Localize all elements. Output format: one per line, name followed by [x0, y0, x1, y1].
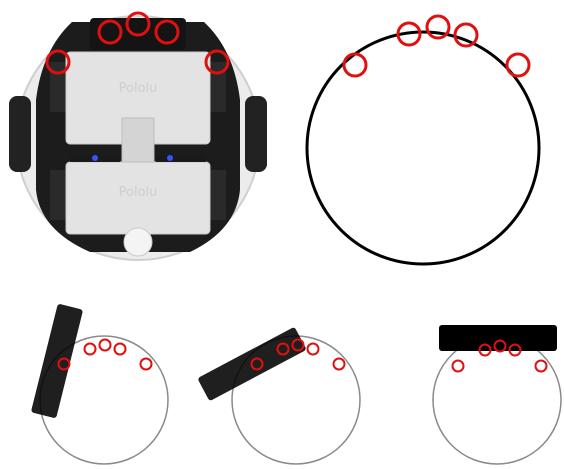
sensor-ring	[308, 344, 319, 355]
robot-outline	[307, 32, 539, 264]
sensor-ring	[427, 16, 449, 38]
robot-photo: Pololu Pololu	[9, 13, 267, 260]
sensor-ring	[536, 361, 547, 372]
sensor-ring	[141, 359, 152, 370]
left-wheel	[9, 96, 31, 172]
sensor-ring	[100, 340, 111, 351]
obstacle-bar	[31, 304, 83, 419]
robot-logo-top: Pololu	[119, 81, 158, 96]
blue-led-left	[92, 155, 98, 161]
sensor-ring	[334, 359, 345, 370]
center-clip	[122, 118, 154, 162]
sensor-schematic	[307, 16, 539, 264]
robot-outline	[433, 336, 561, 464]
sensor-ring	[344, 54, 366, 76]
right-wheel	[245, 96, 267, 172]
scenario-3	[433, 325, 561, 464]
left-header-lower	[50, 170, 68, 220]
sensor-ring	[455, 24, 477, 46]
robot-logo-bottom: Pololu	[119, 185, 158, 200]
blue-led-right	[167, 155, 173, 161]
sensor-ring	[507, 54, 529, 76]
right-header-lower	[208, 170, 226, 220]
led-strip-right	[156, 155, 206, 162]
scenario-1	[31, 304, 168, 464]
sensor-ring	[85, 344, 96, 355]
scenario-2	[197, 327, 360, 464]
caster-ball	[124, 228, 152, 256]
sensor-ring	[453, 361, 464, 372]
sensor-ring	[115, 344, 126, 355]
obstacle-bar	[439, 325, 557, 351]
